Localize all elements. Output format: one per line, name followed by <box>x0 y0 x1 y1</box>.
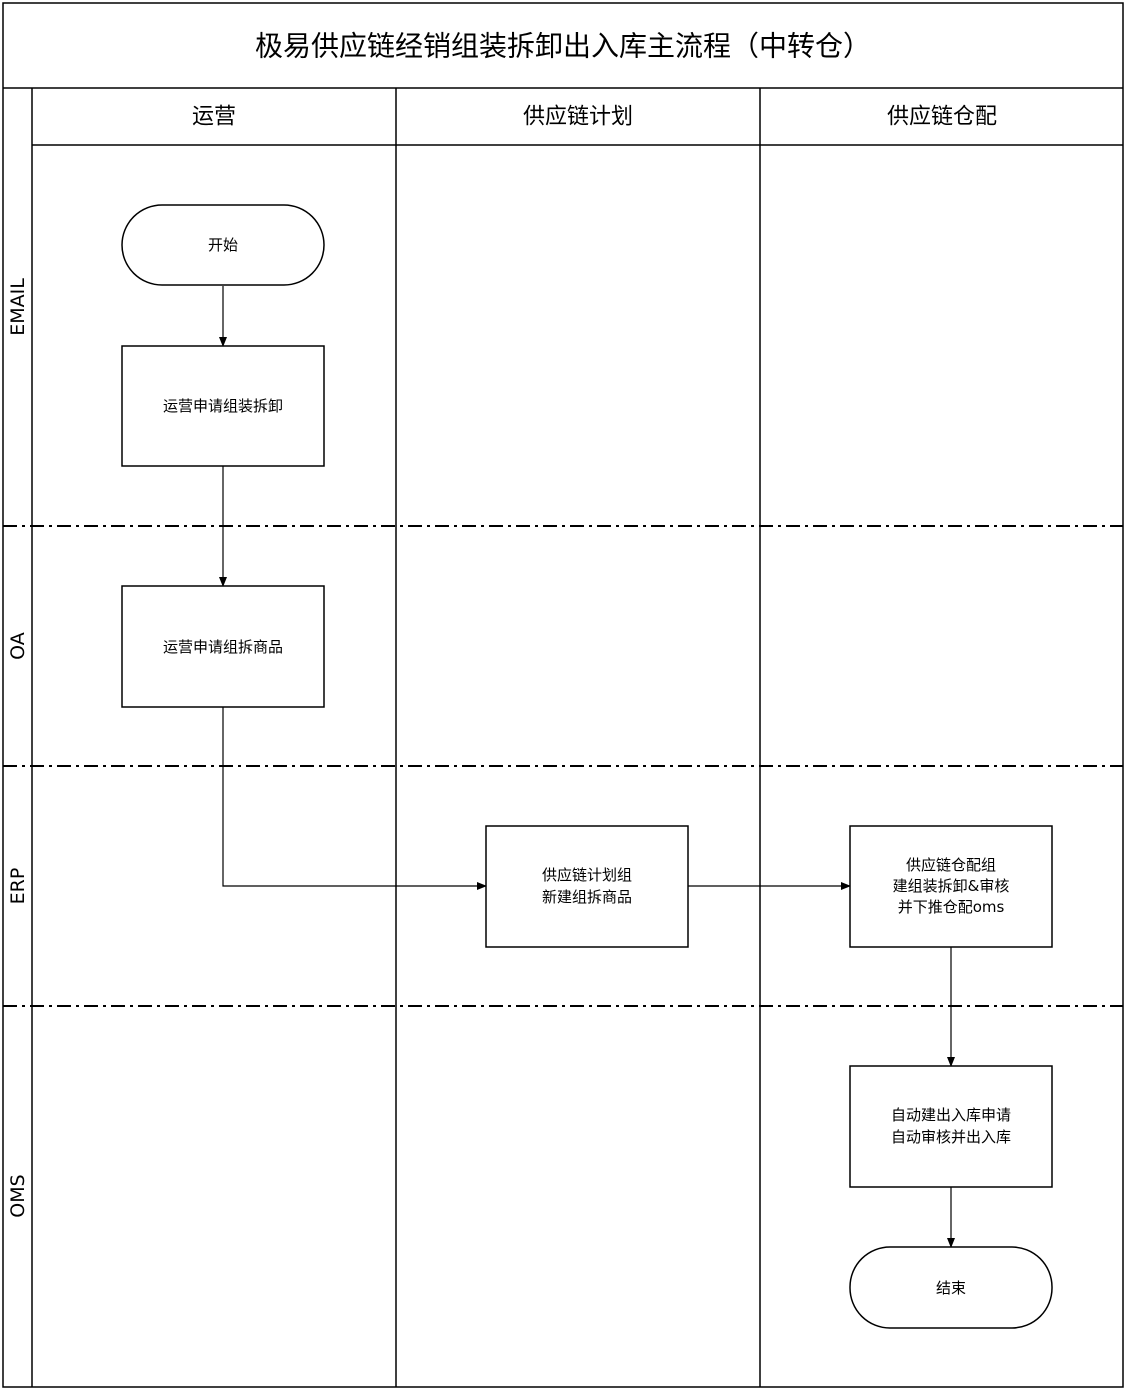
node-label-line-1: 自动建出入库申请 <box>891 1106 1011 1124</box>
column-header-warehouse: 供应链仓配 <box>887 105 997 130</box>
node-label-line-2: 新建组拆商品 <box>542 888 632 906</box>
lane-label-oms: OMS <box>7 1174 29 1217</box>
node-label: 结束 <box>936 1279 966 1297</box>
connectors <box>219 286 955 1248</box>
terminal-shape <box>849 1246 1053 1329</box>
node-label-line-3: 并下推仓配oms <box>898 898 1005 916</box>
node-wh-build: 供应链仓配组 建组装拆卸&审核 并下推仓配oms <box>849 825 1053 948</box>
process-shape <box>121 585 325 708</box>
node-label: 开始 <box>208 236 238 254</box>
column-header-ops: 运营 <box>192 105 236 130</box>
node-apply-product: 运营申请组拆商品 <box>121 585 325 708</box>
node-label-line-2: 自动审核并出入库 <box>891 1128 1011 1146</box>
lane-dividers <box>3 525 1123 1007</box>
node-label-line-2: 建组装拆卸&审核 <box>893 877 1010 895</box>
node-auto-io: 自动建出入库申请 自动审核并出入库 <box>849 1065 1053 1188</box>
terminal-shape <box>121 204 325 286</box>
diagram-title: 极易供应链经销组装拆卸出入库主流程（中转仓） <box>255 30 871 63</box>
lane-label-oa: OA <box>7 632 29 660</box>
process-shape <box>849 825 1053 948</box>
process-shape <box>485 825 689 948</box>
node-label: 运营申请组装拆卸 <box>163 397 283 415</box>
lane-label-email: EMAIL <box>7 278 29 336</box>
node-label-line-1: 供应链计划组 <box>542 866 632 884</box>
process-shape <box>121 345 325 467</box>
process-shape <box>849 1065 1053 1188</box>
column-header-plan: 供应链计划 <box>523 105 633 130</box>
lane-label-erp: ERP <box>7 868 29 905</box>
edge-apply-product-to-plan-new <box>222 707 487 890</box>
node-apply-assembly: 运营申请组装拆卸 <box>121 345 325 467</box>
node-plan-new: 供应链计划组 新建组拆商品 <box>485 825 689 948</box>
node-label-line-1: 供应链仓配组 <box>906 856 996 874</box>
node-start: 开始 <box>121 204 325 286</box>
node-label: 运营申请组拆商品 <box>163 638 283 656</box>
node-end: 结束 <box>849 1246 1053 1329</box>
